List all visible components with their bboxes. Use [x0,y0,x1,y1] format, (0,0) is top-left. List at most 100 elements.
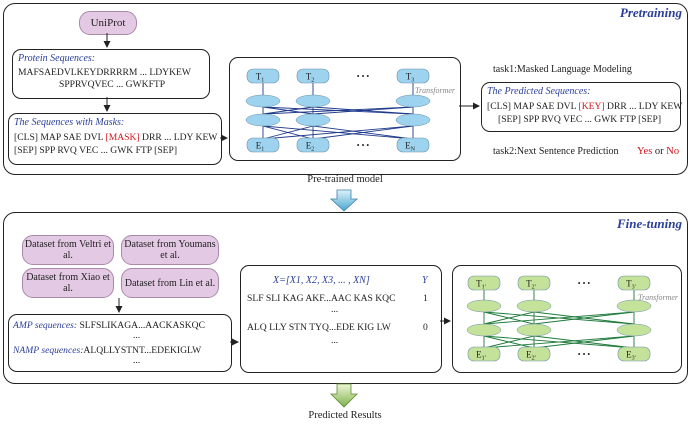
dataset-lin: Dataset from Lin et al. [121,268,219,298]
pretrain-t-node [246,68,280,84]
protein-sequences-title: Protein Sequences: [18,53,96,64]
finetune-hidden-node [516,323,552,337]
finetune-t-label: T1′ [476,279,487,291]
finetune-edge [483,335,635,349]
pretrain-hidden-node [295,94,331,108]
pretrain-e-label: EN [405,141,416,153]
masked-seq-line1-start: [CLS] MAP SAE DVL [14,132,106,143]
masked-sequences-box: The Sequences with Masks: [CLS] MAP SAE … [8,113,222,165]
finetune-edge [483,311,635,325]
namp-ellipsis: ... [133,355,141,366]
or-label: or [654,146,664,157]
predicted-seq-line1: [CLS] MAP SAE DVL [KEY] DRR ... LDY KEW [487,101,682,113]
pretrain-t-label: T1 [256,72,265,84]
pretrain-edge [312,106,414,115]
pretrained-model-caption: Pre-trained model [307,174,383,185]
amp-namp-box: AMP sequences: SLFSLIKAGA...AACKASKQC ..… [8,314,232,372]
pretrain-e-node [246,137,280,153]
pretrain-edge [262,106,414,115]
predicted-results-caption: Predicted Results [308,410,382,421]
no-label: No [666,146,680,157]
protein-sequences-box: Protein Sequences: MAFSAEDVLKEYDRRRRM ..… [12,49,210,99]
pretrain-hidden-node [395,94,431,108]
pretrain-e-node [396,137,430,153]
predicted-sequences-box: The Predicted Sequences: [CLS] MAP SAE D… [481,82,682,132]
row1-ellipsis: ... [331,304,339,315]
xy-table-box: X=[X1, X2, X3, ... , XN] Y SLF SLI KAG A… [240,265,442,373]
finetune-e-label: E1′ [476,350,487,362]
pretrain-e-label: E2 [306,141,315,153]
finetune-t-node [517,275,551,291]
pretraining-title: Pretraining [619,5,682,20]
protein-seq-line1: MAFSAEDVLKEYDRRRRM ... LDYKEW [18,67,191,78]
pretrain-transformer-label: Transformer [415,86,456,95]
finetune-edge [483,311,535,325]
pretrain-e-label: E1 [256,141,265,153]
pretrain-edge [262,125,414,140]
amp-row: AMP sequences: SLFSLIKAGA...AACKASKQC [13,320,205,332]
nsp-answer: Yes or No [637,146,679,157]
masked-seq-line1-end: DRR ... LDY KEW [139,132,218,143]
row2-sequence: ALQ LLY STN TYQ...EDE KIG LW [247,322,391,333]
pretrain-hidden-node [295,113,331,127]
row2-label: 0 [423,322,428,333]
dataset-youmans: Dataset from Youmans et al. [121,235,219,265]
finetune-e-label: E3′ [626,350,637,362]
pretrain-ellipsis: • • • [357,72,370,81]
row2-ellipsis: ... [331,335,339,346]
pretrain-t-label: T3 [406,72,415,84]
finetune-hidden-node [616,323,652,337]
masked-sequences-title: The Sequences with Masks: [14,117,125,128]
masked-seq-line2: [SEP] SPP RVQ VEC ... GWK FTP [SEP] [14,145,178,156]
amp-ellipsis: ... [133,330,141,341]
y-header: Y [422,275,428,286]
row1-sequence: SLF SLI KAG AKF...AAC KAS KQC [247,293,396,304]
finetune-ellipsis: • • • [578,350,591,359]
mask-token: [MASK] [105,132,140,143]
uniprot-node: UniProt [79,11,137,35]
pretrain-edge [312,125,414,140]
finetune-hidden-node [466,299,502,313]
pretrain-hidden-node [245,113,281,127]
namp-label: NAMP sequences: [13,345,84,356]
namp-sequence: ALQLLYSTNT...EDEKIGLW [83,345,202,356]
finetune-hidden-node [516,299,552,313]
arrow-finetune-to-results [330,383,358,408]
predicted-sequences-title: The Predicted Sequences: [487,86,591,97]
finetune-hidden-node [616,299,652,313]
predicted-seq-line1-end: DRR ... LDY KEW [604,101,683,112]
predicted-seq-line1-start: [CLS] MAP SAE DVL [487,101,579,112]
amp-label: AMP sequences: [13,320,78,331]
task2-label: task2:Next Sentence Prediction [493,146,619,157]
arrow-pretrain-to-finetune [329,189,359,212]
finetune-e-node [467,346,501,362]
finetuning-title: Fine-tuning [616,216,682,231]
finetune-e-label: E2′ [526,350,537,362]
pretrain-t-label: T2 [306,72,315,84]
finetune-edge [533,335,635,349]
finetune-edge [533,311,635,325]
pretrain-t-node [296,68,330,84]
yes-label: Yes [637,146,653,157]
finetune-edge [483,335,535,349]
finetune-t-label: T2′ [526,279,537,291]
task1-label: task1:Masked Language Modeling [493,64,632,75]
finetune-ellipsis: • • • [578,279,591,288]
predicted-seq-line2: [SEP] SPP RVQ VEC ... GWK FTP [SEP] [498,114,662,125]
finetune-t-label: T3′ [626,279,637,291]
finetune-transformer-network: T1′ T2′ T3′ E1′ E2′ E3′ • • • • • • Transformer [466,275,679,362]
finetune-transformer-label: Transformer [638,293,679,302]
row1-label: 1 [423,293,428,304]
pretrain-edge [262,106,314,115]
pretrain-t-node [396,68,430,84]
pretrain-edge [262,125,314,140]
dataset-xiao: Dataset from Xiao et al. [22,268,114,298]
pretrain-hidden-node [395,113,431,127]
namp-row: NAMP sequences:ALQLLYSTNT...EDEKIGLW [13,345,201,357]
finetune-t-node [617,275,651,291]
protein-seq-line2: SPPRVQVEC ... GWKFTP [59,79,166,90]
x-header: X=[X1, X2, X3, ... , XN] [273,275,370,286]
finetune-e-node [617,346,651,362]
